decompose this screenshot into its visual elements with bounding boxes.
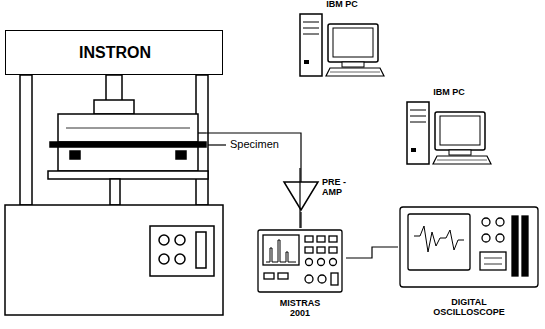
signal-cable [346, 247, 398, 258]
lower-rod [110, 179, 120, 205]
unit-button [278, 273, 288, 279]
load-cell [94, 100, 134, 114]
testing-machine [5, 75, 223, 315]
unit-button [305, 236, 313, 242]
computer-symbol [300, 14, 384, 76]
panel-knob [175, 235, 185, 245]
machine-column [20, 75, 32, 205]
control-panel [150, 226, 214, 276]
amplifier-symbol [284, 182, 318, 210]
screen-trace [266, 240, 296, 262]
lower-platen [48, 171, 208, 179]
ae-system-symbol [258, 230, 342, 292]
computer-node: IBM PC [296, 0, 388, 78]
panel-knob [159, 235, 169, 245]
signal-wire [206, 133, 301, 182]
device-label: IBM PC [409, 88, 489, 98]
unit-case [258, 230, 342, 292]
computer-symbol [407, 102, 491, 164]
leader-line [208, 144, 226, 145]
computer-node: IBM PC [403, 88, 495, 168]
unit-knob [306, 259, 313, 266]
amplifier-node: PRE -AMP [282, 178, 354, 212]
scope-case [400, 207, 538, 287]
scope-slider [522, 216, 528, 276]
unit-button [264, 273, 274, 279]
scope-slider [512, 216, 518, 276]
machine-name: INSTRON [15, 44, 215, 62]
panel-knob [175, 254, 185, 264]
unit-screen [263, 235, 299, 265]
signal-wire [198, 132, 206, 133]
oscilloscope-node: DIGITAL OSCILLOSCOPE [398, 205, 540, 319]
scope-knob [496, 234, 504, 242]
actuator-rod [106, 75, 122, 101]
ae-system-node: MISTRAS 2001 [254, 228, 346, 320]
panel-display [196, 232, 206, 268]
scope-knob [482, 218, 490, 226]
scope-trace [414, 226, 464, 252]
unit-switch [331, 273, 338, 285]
device-label: MISTRAS 2001 [272, 299, 328, 319]
lower-fixture [58, 147, 198, 171]
oscilloscope-symbol [400, 207, 538, 287]
scope-panel [480, 252, 506, 270]
unit-button [317, 236, 325, 242]
crosshead-box: INSTRON [5, 30, 223, 75]
signal-cable [299, 168, 300, 228]
part-label: Specimen [230, 138, 279, 151]
unit-button [317, 247, 325, 253]
device-label: DIGITAL OSCILLOSCOPE [427, 298, 511, 318]
panel-line [484, 264, 502, 265]
unit-knob [318, 259, 325, 266]
upper-fixture [58, 114, 198, 142]
support-pin [176, 151, 186, 159]
unit-button [305, 247, 313, 253]
panel-knob [159, 254, 169, 264]
panel-line [484, 258, 502, 259]
scope-screen [408, 214, 470, 270]
unit-button [329, 247, 337, 253]
fixture-line [66, 128, 190, 129]
support-pin [70, 151, 80, 159]
unit-knob [318, 275, 326, 283]
device-label: IBM PC [302, 0, 382, 10]
scope-knob [496, 218, 504, 226]
device-label: PRE -AMP [322, 178, 352, 198]
machine-base [5, 205, 223, 315]
unit-knob [330, 259, 337, 266]
unit-button [329, 236, 337, 242]
scope-knob [482, 234, 490, 242]
unit-knob [305, 275, 313, 283]
